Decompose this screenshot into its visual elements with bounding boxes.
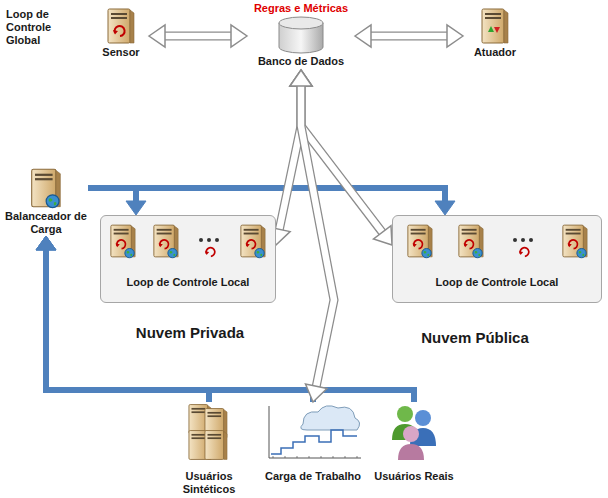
srv-icon — [561, 222, 589, 260]
node-label: Balanceador de Carga — [4, 210, 88, 236]
arrow-head — [231, 25, 247, 47]
cloud-label-holder: Nuvem Privada — [110, 324, 270, 342]
srv-icon — [239, 222, 267, 260]
srv-icon — [109, 222, 137, 260]
node-label: Usuários Reais — [372, 470, 456, 483]
cloud-region: Nuvem Privada Balanceador de CargaLoop de… — [0, 148, 388, 382]
arrow-head — [149, 25, 165, 47]
box-title: Loop de Controle Local — [397, 276, 597, 289]
icon-node: Sensor — [95, 6, 147, 59]
control-loop-box: Loop de Controle Local — [392, 215, 602, 303]
server-row — [397, 222, 597, 260]
server-row — [105, 222, 271, 260]
node-label: Carga de Trabalho — [258, 470, 368, 483]
stack-icon — [187, 402, 231, 462]
icon-node: Regras e MétricasBanco de Dados — [245, 2, 357, 68]
lb-icon — [29, 166, 63, 210]
icon-node: Balanceador de Carga — [4, 166, 88, 236]
box-title: Loop de Controle Local — [105, 276, 271, 289]
group-label: Loop de Controle Global — [6, 8, 68, 47]
arrow-head — [126, 201, 146, 215]
arrow-head — [306, 384, 328, 402]
srv-icon — [152, 222, 180, 260]
flow-arrow — [88, 188, 146, 215]
label-holder: Loop de Controle Global — [6, 8, 68, 47]
rules-heading: Regras e Métricas — [245, 2, 357, 15]
arrow-head — [374, 226, 393, 245]
cloud-title: Nuvem Privada — [110, 324, 270, 342]
arrow-head — [36, 236, 56, 250]
cloud-region: Nuvem Pública Loop de Controle Local — [338, 205, 608, 379]
cloud-title: Nuvem Pública — [390, 329, 560, 347]
double-arrow — [355, 25, 463, 47]
srv-icon — [406, 222, 434, 260]
node-label: Atuador — [465, 46, 525, 59]
db-icon — [276, 15, 326, 55]
node-label: Sensor — [95, 46, 147, 59]
arrow-head — [290, 70, 312, 86]
icon-node: Atuador — [465, 6, 525, 59]
arrow-head — [290, 70, 312, 86]
srv-icon — [457, 222, 485, 260]
arrow-head — [435, 201, 455, 215]
people-icon — [389, 402, 439, 462]
arrow-head — [36, 236, 56, 250]
control-loop-box: Loop de Controle Local — [100, 215, 276, 303]
arrow-head — [355, 25, 371, 47]
icon-node: Usuários Reais — [372, 402, 456, 483]
double-arrow — [290, 70, 334, 402]
flow-arrow — [88, 188, 455, 215]
arrow-head — [36, 236, 56, 250]
dots-icon — [194, 222, 224, 260]
node-label: Usuários Sintéticos — [164, 470, 254, 496]
node-label: Banco de Dados — [245, 55, 357, 68]
icon-node: Usuários Sintéticos — [164, 402, 254, 496]
double-arrow — [149, 25, 247, 47]
sensor-icon — [106, 6, 136, 46]
chart-icon — [263, 402, 363, 462]
dots-icon — [508, 222, 538, 260]
arrow-head — [290, 70, 312, 86]
arrow-head — [447, 25, 463, 47]
icon-node: Carga de Trabalho — [258, 402, 368, 483]
act-icon — [480, 6, 510, 46]
cloud-label-holder: Nuvem Pública — [390, 329, 560, 347]
